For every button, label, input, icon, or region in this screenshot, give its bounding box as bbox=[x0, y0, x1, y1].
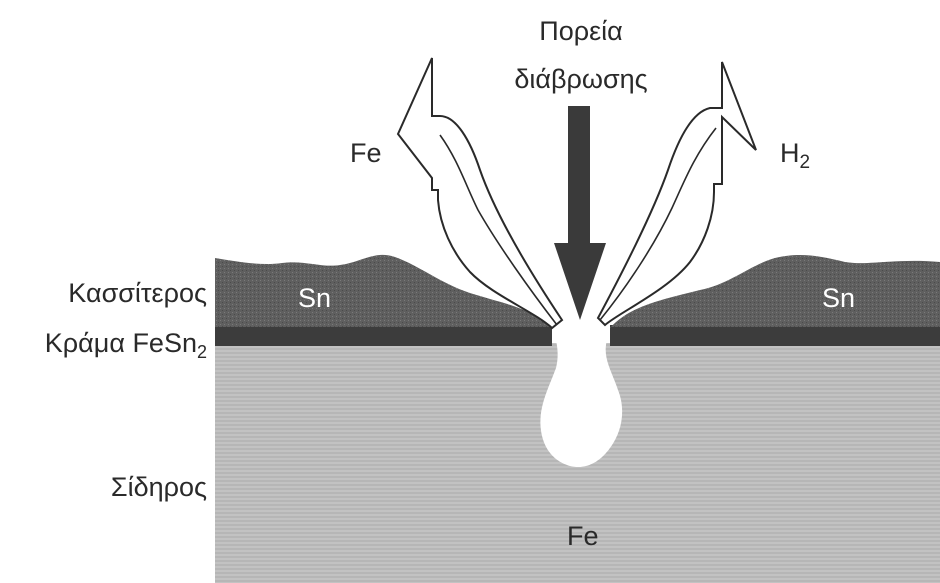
legend-alloy-label: Κράμα FeSn2 bbox=[45, 328, 207, 362]
legend-alloy-label-subscript: 2 bbox=[197, 342, 207, 362]
legend-tin-label: Κασσίτερος bbox=[68, 278, 207, 308]
legend-iron-label: Σίδηρος bbox=[111, 472, 207, 502]
fe-flow-label: Fe bbox=[350, 138, 382, 168]
tin-layer-right-label: Sn bbox=[822, 283, 855, 313]
corrosion-path-arrow bbox=[554, 106, 606, 320]
corrosion-path-label-line2: διάβρωσης bbox=[514, 64, 647, 94]
alloy-layer-right bbox=[610, 325, 940, 346]
corrosion-path-label-line1: Πορεία bbox=[539, 16, 623, 46]
h2-flow-label-base: H bbox=[780, 138, 800, 168]
h2-flow-label: H2 bbox=[780, 138, 810, 173]
legend-alloy-label-base: Κράμα FeSn bbox=[45, 328, 197, 358]
alloy-layer-left bbox=[215, 325, 552, 346]
iron-base-label: Fe bbox=[567, 521, 599, 551]
h2-flow-label-subscript: 2 bbox=[800, 152, 811, 173]
tin-layer-left-label: Sn bbox=[298, 283, 331, 313]
